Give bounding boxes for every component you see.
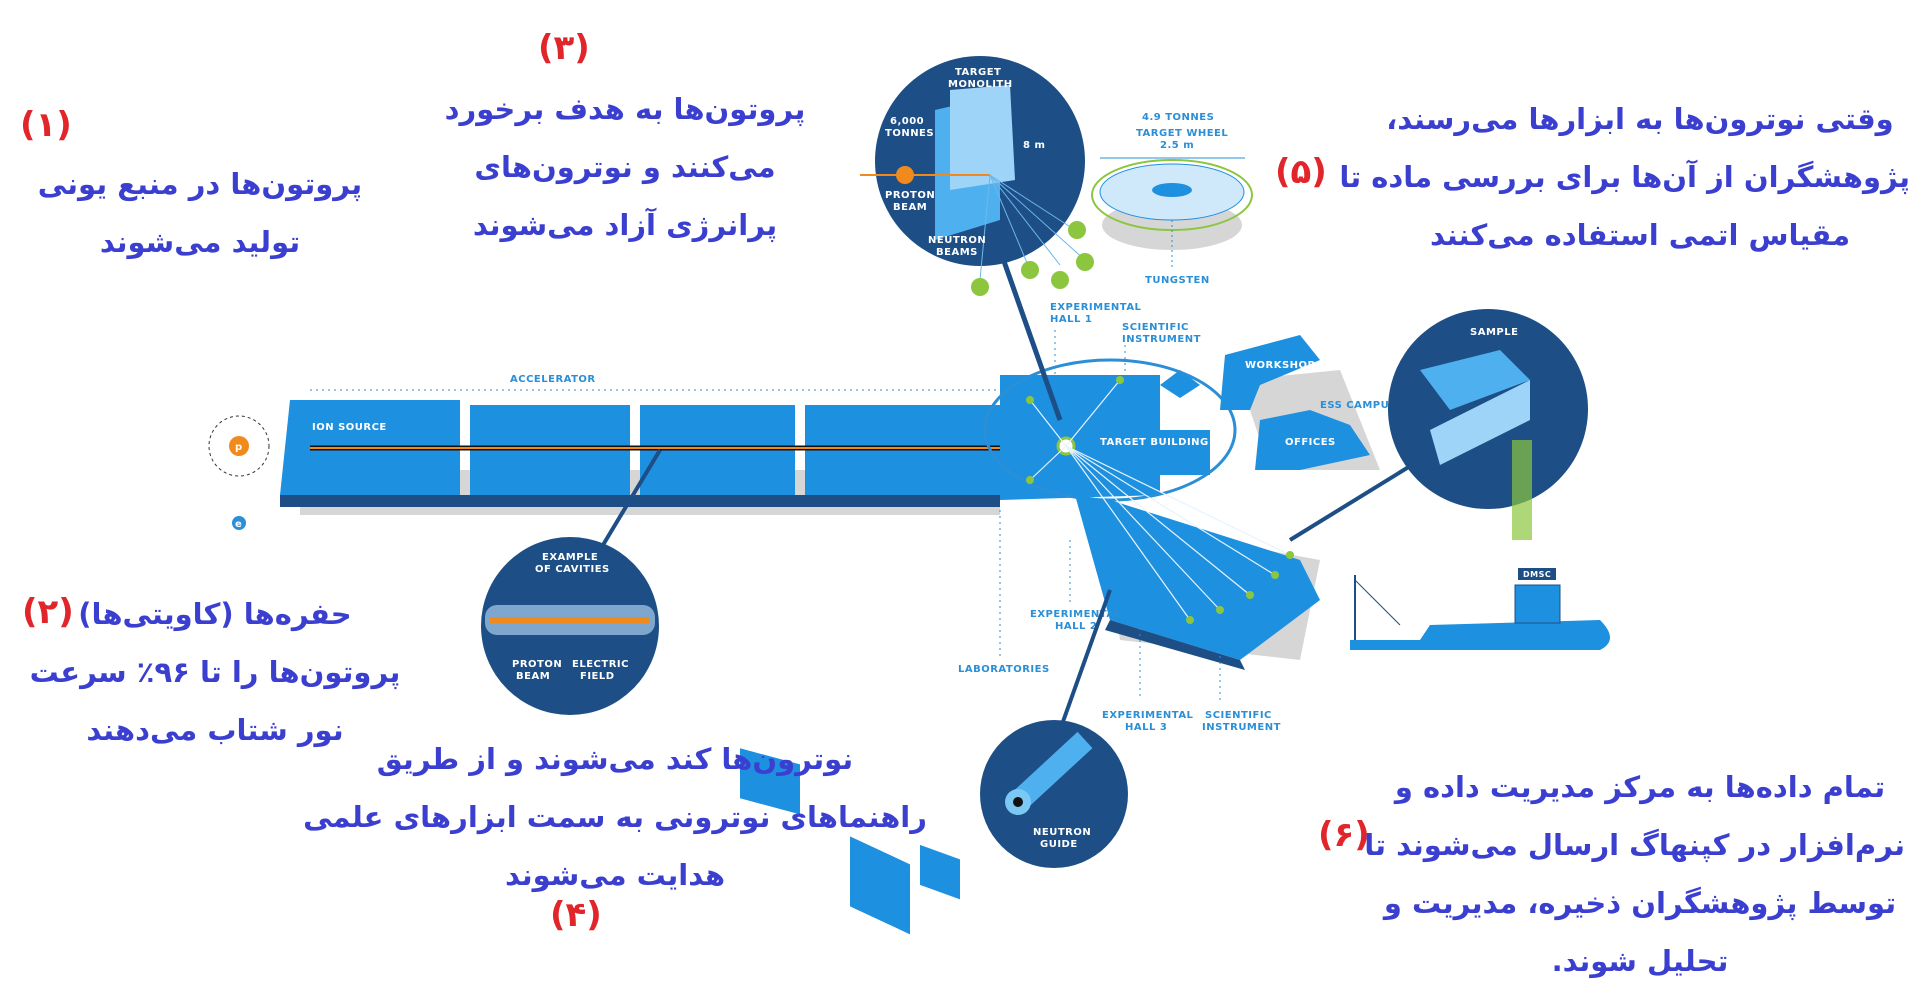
step-6-line: تحلیل شوند. <box>1551 944 1729 978</box>
sample-inset <box>1288 309 1588 542</box>
campus-buildings <box>740 335 1370 935</box>
target-monolith-label-2: MONOLITH <box>948 79 1013 90</box>
target-monolith-inset <box>860 56 1094 421</box>
experimental-hall-3-label: EXPERIMENTAL <box>1102 710 1194 721</box>
step-3-number: (۳) <box>538 28 590 68</box>
neutron-beams-label-2: BEAMS <box>936 247 978 258</box>
experimental-hall-2-label: EXPERIMENTAL <box>1030 609 1122 620</box>
ess-campus-label: ESS CAMPUS <box>1320 400 1397 411</box>
cavity-proton-beam-label-2: BEAM <box>516 671 550 682</box>
step-6-text: تمام داده‌ها به مرکز مدیریت داده و نرم‌ا… <box>1364 758 1905 990</box>
cavities-inset <box>481 448 662 715</box>
scientific-instrument-3-label-2: INSTRUMENT <box>1202 722 1281 733</box>
step-3-line: پرانرژی آزاد می‌شوند <box>472 208 778 242</box>
accelerator-building <box>280 389 1060 507</box>
cavities-title: EXAMPLE <box>542 552 598 563</box>
scientific-instrument-3-label: SCIENTIFIC <box>1205 710 1272 721</box>
monolith-height-label: 8 m <box>1023 140 1045 151</box>
step-5-line: وقتی نوترون‌ها به ابزارها می‌رسند، <box>1386 102 1894 136</box>
target-monolith-label: TARGET <box>955 67 1001 78</box>
ion-source-label: ION SOURCE <box>312 422 387 433</box>
sample-label: SAMPLE <box>1470 327 1518 338</box>
experimental-hall-2-label-2: HALL 2 <box>1055 621 1097 632</box>
step-1-line: پروتون‌ها در منبع یونی <box>37 167 363 201</box>
target-wheel-size-label: 2.5 m <box>1160 140 1194 151</box>
target-wheel-label: TARGET WHEEL <box>1136 128 1228 139</box>
step-6-line: نرم‌افزار در کپنهاگ ارسال می‌شوند تا <box>1364 828 1905 862</box>
offices-label: OFFICES <box>1285 437 1336 448</box>
proton-beam-label-2: BEAM <box>893 202 927 213</box>
step-6-number: (۶) <box>1318 815 1370 855</box>
dmsc-label: DMSC <box>1523 570 1551 579</box>
step-4-line: نوترون‌ها کند می‌شوند و از طریق <box>376 742 854 776</box>
scientific-instrument-label-2: INSTRUMENT <box>1122 334 1201 345</box>
electron-icon <box>232 516 246 530</box>
dmsc-copenhagen <box>1350 568 1610 650</box>
electric-field-label: ELECTRIC <box>572 659 629 670</box>
step-5-number: (۵) <box>1275 152 1327 192</box>
wheel-weight-label: 4.9 TONNES <box>1142 112 1214 123</box>
cavity-proton-beam-label: PROTON <box>512 659 562 670</box>
electric-field-label-2: FIELD <box>580 671 615 682</box>
cavities-title-2: OF CAVITIES <box>535 564 610 575</box>
step-5-text: وقتی نوترون‌ها به ابزارها می‌رسند، پژوهش… <box>1339 90 1910 264</box>
scientific-instrument-label: SCIENTIFIC <box>1122 322 1189 333</box>
step-1-number: (۱) <box>20 105 72 145</box>
step-5-line: پژوهشگران از آن‌ها برای بررسی ماده تا <box>1339 160 1910 194</box>
proton-beam-label: PROTON <box>885 190 935 201</box>
step-3-line: می‌کنند و نوترون‌های <box>474 150 776 184</box>
step-1-line: تولید می‌شوند <box>99 225 301 259</box>
experimental-hall-1-label: EXPERIMENTAL <box>1050 302 1142 313</box>
step-3-line: پروتون‌ها به هدف برخورد <box>444 92 806 126</box>
neutron-guide-inset <box>980 589 1128 868</box>
experimental-hall-3-label-2: HALL 3 <box>1125 722 1167 733</box>
step-4-number: (۴) <box>550 895 602 935</box>
step-2-line: حفره‌ها (کاویتی‌ها) <box>78 597 352 631</box>
step-3-text: پروتون‌ها به هدف برخورد می‌کنند و نوترون… <box>430 80 820 254</box>
instrument-dots <box>1026 376 1294 624</box>
step-6-line: توسط پژوهشگران ذخیره، مدیریت و <box>1383 886 1897 920</box>
neutron-beams-label: NEUTRON <box>928 235 986 246</box>
target-building-label: TARGET BUILDING <box>1100 437 1209 448</box>
electron-symbol: e <box>235 519 242 530</box>
monolith-weight-label-2: TONNES <box>885 128 934 139</box>
proton-icon <box>229 436 249 456</box>
workshops-label: WORKSHOPS <box>1245 360 1323 371</box>
neutron-guide-label: NEUTRON <box>1033 827 1091 838</box>
neutron-guide-label-2: GUIDE <box>1040 839 1078 850</box>
step-4-line: هدایت می‌شوند <box>504 858 726 892</box>
step-1-text: پروتون‌ها در منبع یونی تولید می‌شوند <box>5 155 395 271</box>
step-4-text: نوترون‌ها کند می‌شوند و از طریق راهنماها… <box>300 730 930 904</box>
proton-symbol: p <box>235 442 243 453</box>
target-wheel <box>1091 157 1253 270</box>
step-4-line: راهنماهای نوترونی به سمت ابزارهای علمی <box>303 800 927 834</box>
experimental-hall-1-label-2: HALL 1 <box>1050 314 1092 325</box>
laboratories-label: LABORATORIES <box>958 664 1050 675</box>
leader-lines <box>999 330 1221 700</box>
step-2-number: (۲) <box>22 592 74 632</box>
accelerator-label: ACCELERATOR <box>510 374 596 385</box>
step-2-line: نور شتاب می‌دهند <box>86 713 344 747</box>
tungsten-label: TUNGSTEN <box>1145 275 1210 286</box>
neutron-beam-lines <box>1029 379 1291 621</box>
ion-source-circle <box>208 415 270 477</box>
step-2-text: حفره‌ها (کاویتی‌ها) پروتون‌ها را تا ۹۶٪ … <box>15 585 415 759</box>
step-5-line: مقیاس اتمی استفاده می‌کنند <box>1429 218 1851 252</box>
monolith-weight-label: 6,000 <box>890 116 924 127</box>
step-2-line: پروتون‌ها را تا ۹۶٪ سرعت <box>29 655 401 689</box>
step-6-line: تمام داده‌ها به مرکز مدیریت داده و <box>1394 770 1886 804</box>
